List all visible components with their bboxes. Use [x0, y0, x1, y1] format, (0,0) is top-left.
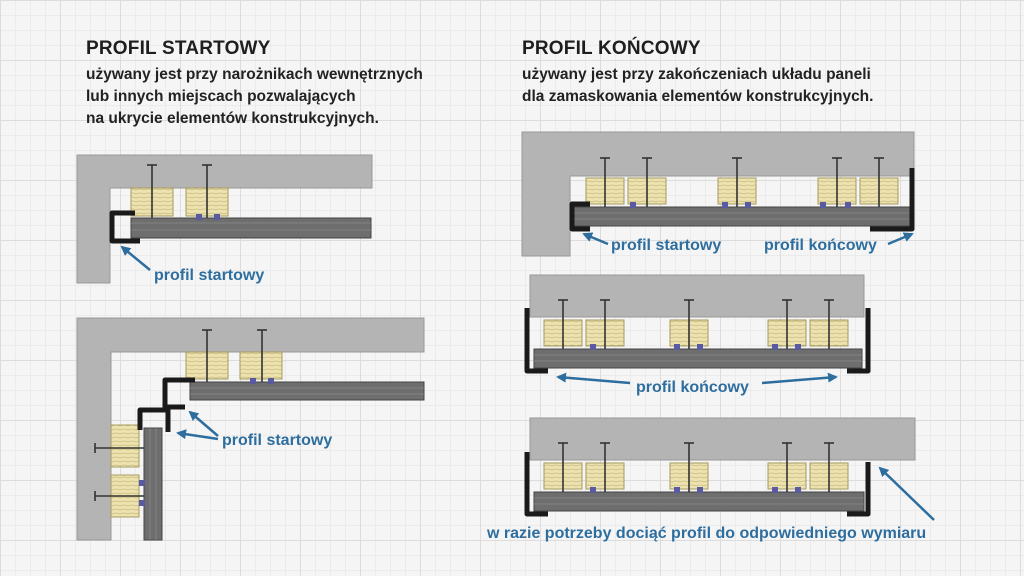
- wall: [76, 154, 373, 284]
- clip: [795, 344, 801, 350]
- clip: [196, 214, 202, 220]
- end-profile: [524, 308, 548, 374]
- right-diagram-3: w razie potrzeby dociąć profil do odpowi…: [486, 417, 935, 542]
- wall: [76, 317, 425, 541]
- panel: [130, 217, 372, 239]
- end-profile: [870, 168, 915, 232]
- batten: [239, 351, 283, 380]
- screw: [147, 164, 212, 218]
- clip: [795, 487, 801, 493]
- panel: [533, 491, 865, 512]
- right-diagram-2: profil końcowy: [524, 274, 871, 396]
- left-title: PROFIL STARTOWY: [86, 38, 271, 59]
- right-diagram-1: profil startowy profil końcowy: [521, 131, 915, 257]
- left-description-line: używany jest przy narożnikach wewnętrzny…: [86, 66, 423, 83]
- right-title: PROFIL KOŃCOWY: [522, 38, 701, 59]
- clip: [139, 480, 145, 486]
- screw: [558, 299, 834, 349]
- clip: [845, 202, 851, 208]
- clip: [772, 344, 778, 350]
- start-profile: [569, 201, 590, 232]
- label-profil-startowy: profil startowy: [611, 237, 721, 254]
- wall: [521, 131, 915, 257]
- start-profile: [109, 210, 140, 244]
- right-description: używany jest przy zakończeniach układu p…: [522, 64, 873, 108]
- start-profile: [137, 407, 171, 432]
- screw: [558, 442, 834, 492]
- screw: [600, 157, 884, 207]
- batten: [110, 424, 140, 468]
- label-profil-startowy: profil startowy: [222, 432, 332, 449]
- clip: [250, 378, 256, 384]
- clip: [590, 487, 596, 493]
- clip: [722, 202, 728, 208]
- wall: [529, 274, 865, 318]
- clip: [139, 500, 145, 506]
- left-description: używany jest przy narożnikach wewnętrzny…: [86, 64, 423, 130]
- label-cut-profile-note: w razie potrzeby dociąć profil do odpowi…: [486, 525, 926, 542]
- end-profile: [524, 452, 548, 517]
- clip: [214, 214, 220, 220]
- label-profil-startowy: profil startowy: [154, 267, 264, 284]
- left-diagram-2: profil startowy: [76, 317, 425, 541]
- left-description-line: na ukrycie elementów konstrukcyjnych.: [86, 110, 379, 127]
- end-profile: [847, 308, 871, 374]
- label-profil-koncowy: profil końcowy: [764, 237, 877, 254]
- wall: [529, 417, 916, 461]
- panel: [573, 206, 911, 227]
- panel: [189, 381, 425, 401]
- clip: [630, 202, 636, 208]
- left-description-line: lub innych miejscach pozwalających: [86, 88, 356, 105]
- label-profil-koncowy: profil końcowy: [636, 379, 749, 396]
- right-description-line: używany jest przy zakończeniach układu p…: [522, 66, 871, 83]
- panel: [533, 348, 863, 369]
- clip: [268, 378, 274, 384]
- end-profile: [847, 462, 871, 517]
- right-description-line: dla zamaskowania elementów konstrukcyjny…: [522, 88, 874, 105]
- clip: [674, 344, 680, 350]
- clip: [745, 202, 751, 208]
- screw: [94, 329, 267, 501]
- clip: [697, 344, 703, 350]
- clip: [590, 344, 596, 350]
- left-diagram-1: profil startowy: [76, 154, 373, 284]
- clip: [820, 202, 826, 208]
- clip: [674, 487, 680, 493]
- clip: [697, 487, 703, 493]
- panel: [143, 427, 163, 541]
- start-profile: [162, 377, 195, 410]
- clip: [772, 487, 778, 493]
